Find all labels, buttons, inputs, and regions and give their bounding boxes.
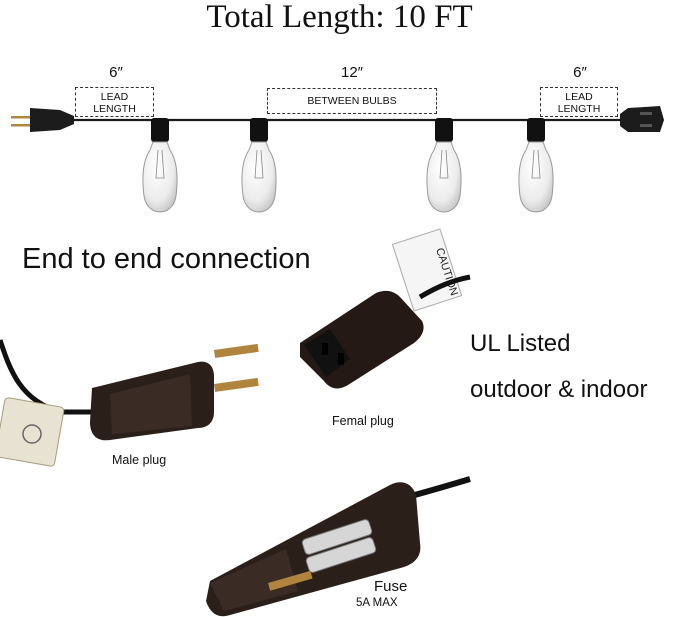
male-plug-icon bbox=[11, 108, 74, 132]
fuse-caption: Fuse bbox=[374, 578, 408, 595]
ul-tag-icon bbox=[0, 397, 65, 467]
between-bulbs-label: BETWEEN BULBS bbox=[307, 95, 397, 107]
string-light-illustration bbox=[11, 106, 664, 213]
ul-listed-text: UL Listed bbox=[470, 330, 571, 357]
fuse-plug-closeup bbox=[206, 476, 471, 617]
bulb-icon bbox=[241, 118, 277, 213]
bulb-icon bbox=[142, 118, 178, 213]
end-to-end-heading: End to end connection bbox=[22, 243, 311, 275]
right-lead-box: LEAD LENGTH bbox=[540, 87, 618, 117]
bulb-icon bbox=[426, 118, 462, 213]
male-plug-caption: Male plug bbox=[112, 453, 167, 467]
female-plug-closeup: CAUTION bbox=[300, 228, 471, 389]
between-bulbs-box: BETWEEN BULBS bbox=[267, 88, 437, 114]
caution-tag-icon: CAUTION bbox=[391, 228, 463, 312]
left-lead-label-1: LEAD bbox=[100, 91, 129, 103]
right-lead-label-2: LENGTH bbox=[557, 103, 601, 115]
page-title: Total Length: 10 FT bbox=[206, 0, 473, 35]
right-lead-dimension: 6″ bbox=[573, 64, 587, 81]
male-plug-closeup bbox=[0, 339, 259, 467]
female-plug-icon bbox=[620, 106, 664, 132]
between-bulbs-dimension: 12″ bbox=[341, 64, 363, 81]
left-lead-dimension: 6″ bbox=[109, 64, 123, 81]
fuse-icon bbox=[301, 519, 377, 573]
bulb-icon bbox=[518, 118, 554, 213]
female-plug-caption: Femal plug bbox=[332, 414, 394, 428]
left-lead-label-2: LENGTH bbox=[93, 103, 136, 115]
fuse-rating-caption: 5A MAX bbox=[356, 597, 398, 609]
right-lead-label-1: LEAD bbox=[565, 91, 593, 103]
left-lead-box: LEAD LENGTH bbox=[75, 87, 154, 117]
outdoor-indoor-text: outdoor & indoor bbox=[470, 376, 648, 403]
